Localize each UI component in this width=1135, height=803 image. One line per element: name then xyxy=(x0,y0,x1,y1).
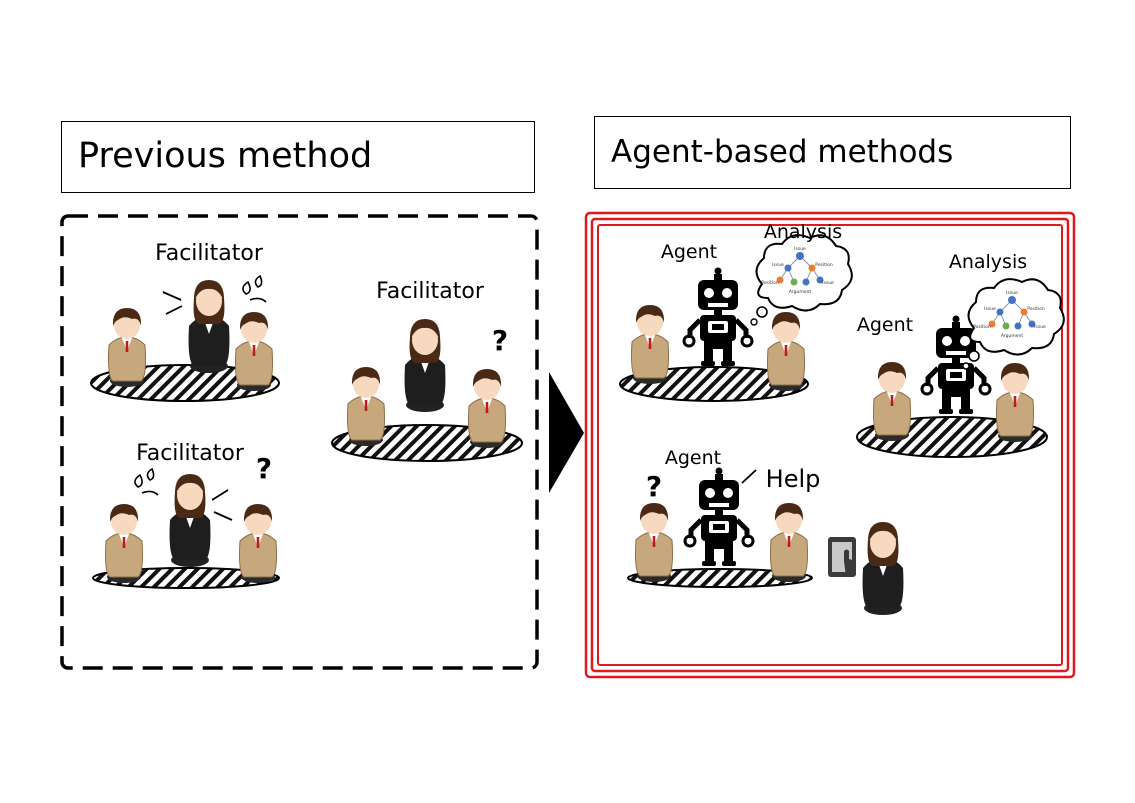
sweat-icon xyxy=(134,468,159,496)
student-figure xyxy=(468,368,506,449)
graph-node-label: Issue xyxy=(822,280,834,286)
left-group-3: Facilitator ? xyxy=(92,441,280,589)
teacher-figure xyxy=(862,522,904,615)
agent-label: Agent xyxy=(857,314,913,336)
student-figure xyxy=(631,304,669,385)
graph-node-label: Position xyxy=(761,280,779,286)
graph-node-label: Position xyxy=(1027,306,1045,312)
question-mark-icon: ? xyxy=(646,470,662,503)
facilitator-label: Facilitator xyxy=(136,441,245,466)
student-figure xyxy=(239,503,277,584)
graph-node-label: Issue xyxy=(1034,324,1046,330)
speech-line xyxy=(741,469,757,484)
agent-methods-frame xyxy=(584,211,1076,679)
facilitator-figure xyxy=(404,319,446,412)
graph-node-label: Argument xyxy=(1001,333,1024,339)
help-label: Help xyxy=(766,465,821,493)
question-mark-icon: ? xyxy=(492,324,508,357)
graph-node-label: Issue xyxy=(794,246,806,252)
student-figure xyxy=(770,502,808,583)
agent-label: Agent xyxy=(665,447,721,469)
graph-node-label: Argument xyxy=(789,289,812,295)
right-group-3: Agent Help ? xyxy=(627,447,904,615)
student-figure xyxy=(105,503,143,584)
graph-node-label: Issue xyxy=(1006,290,1018,296)
student-figure xyxy=(996,362,1034,443)
right-group-2: Agent Analysis xyxy=(856,251,1065,458)
analysis-label: Analysis xyxy=(764,221,842,243)
student-figure xyxy=(873,361,911,442)
left-group-2: Facilitator ? xyxy=(331,279,523,462)
student-figure xyxy=(347,366,385,447)
previous-method-header: Previous method xyxy=(61,121,535,193)
student-figure xyxy=(767,311,805,392)
robot-agent-icon xyxy=(684,268,752,367)
student-figure xyxy=(235,311,273,392)
right-group-1: Agent Analysis xyxy=(619,221,853,402)
student-figure xyxy=(635,502,673,583)
speech-lines xyxy=(162,291,183,315)
previous-method-frame xyxy=(60,214,539,670)
tablet-icon xyxy=(828,537,856,577)
facilitator-figure xyxy=(188,280,230,373)
facilitator-figure xyxy=(169,474,211,567)
agent-based-methods-header: Agent-based methods xyxy=(594,116,1071,189)
transition-arrow-icon xyxy=(549,372,584,493)
sweat-icon xyxy=(242,275,267,303)
graph-node-label: Issue xyxy=(772,262,784,268)
previous-method-title: Previous method xyxy=(78,136,373,176)
agent-based-methods-title: Agent-based methods xyxy=(611,134,954,170)
discussion-table xyxy=(619,366,809,402)
left-group-1: Facilitator xyxy=(90,241,280,402)
graph-node-label: Position xyxy=(815,262,833,268)
speech-lines xyxy=(211,489,233,521)
facilitator-label: Facilitator xyxy=(155,241,264,266)
question-mark-icon: ? xyxy=(256,452,272,485)
agent-label: Agent xyxy=(661,241,717,263)
graph-node-label: Issue xyxy=(984,306,996,312)
student-figure xyxy=(108,307,146,388)
analysis-label: Analysis xyxy=(949,251,1027,273)
discussion-table xyxy=(627,568,813,588)
facilitator-label: Facilitator xyxy=(376,279,485,304)
graph-node-label: Position xyxy=(973,324,991,330)
